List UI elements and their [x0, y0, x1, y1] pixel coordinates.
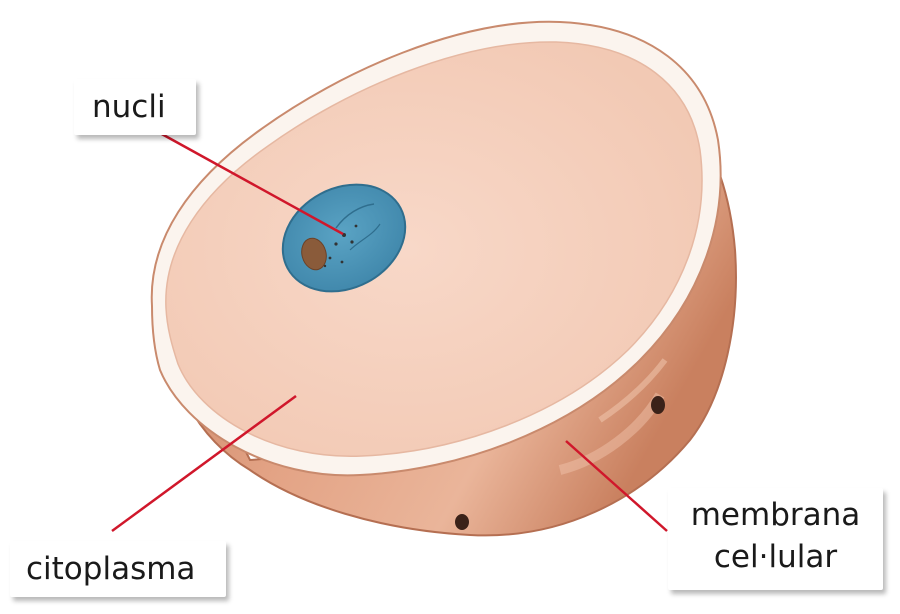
label-membrana-line2: cel·lular — [713, 539, 838, 575]
label-citoplasma: citoplasma — [10, 541, 226, 597]
label-nucli: nucli — [74, 79, 196, 135]
leader-lines — [111, 131, 668, 533]
leader-line-membrana — [565, 440, 668, 532]
cytoplasm-surface — [165, 41, 703, 457]
nucleus — [281, 183, 407, 293]
membrane-pores — [455, 396, 665, 530]
leader-line-nucli — [159, 131, 344, 236]
label-membrana-line1: membrana — [690, 497, 861, 533]
leader-line-citoplasma — [111, 394, 297, 533]
label-citoplasma-text: citoplasma — [26, 551, 196, 587]
label-nucli-text: nucli — [92, 89, 166, 125]
label-membrana-cellular: membrana cel·lular — [668, 488, 883, 590]
